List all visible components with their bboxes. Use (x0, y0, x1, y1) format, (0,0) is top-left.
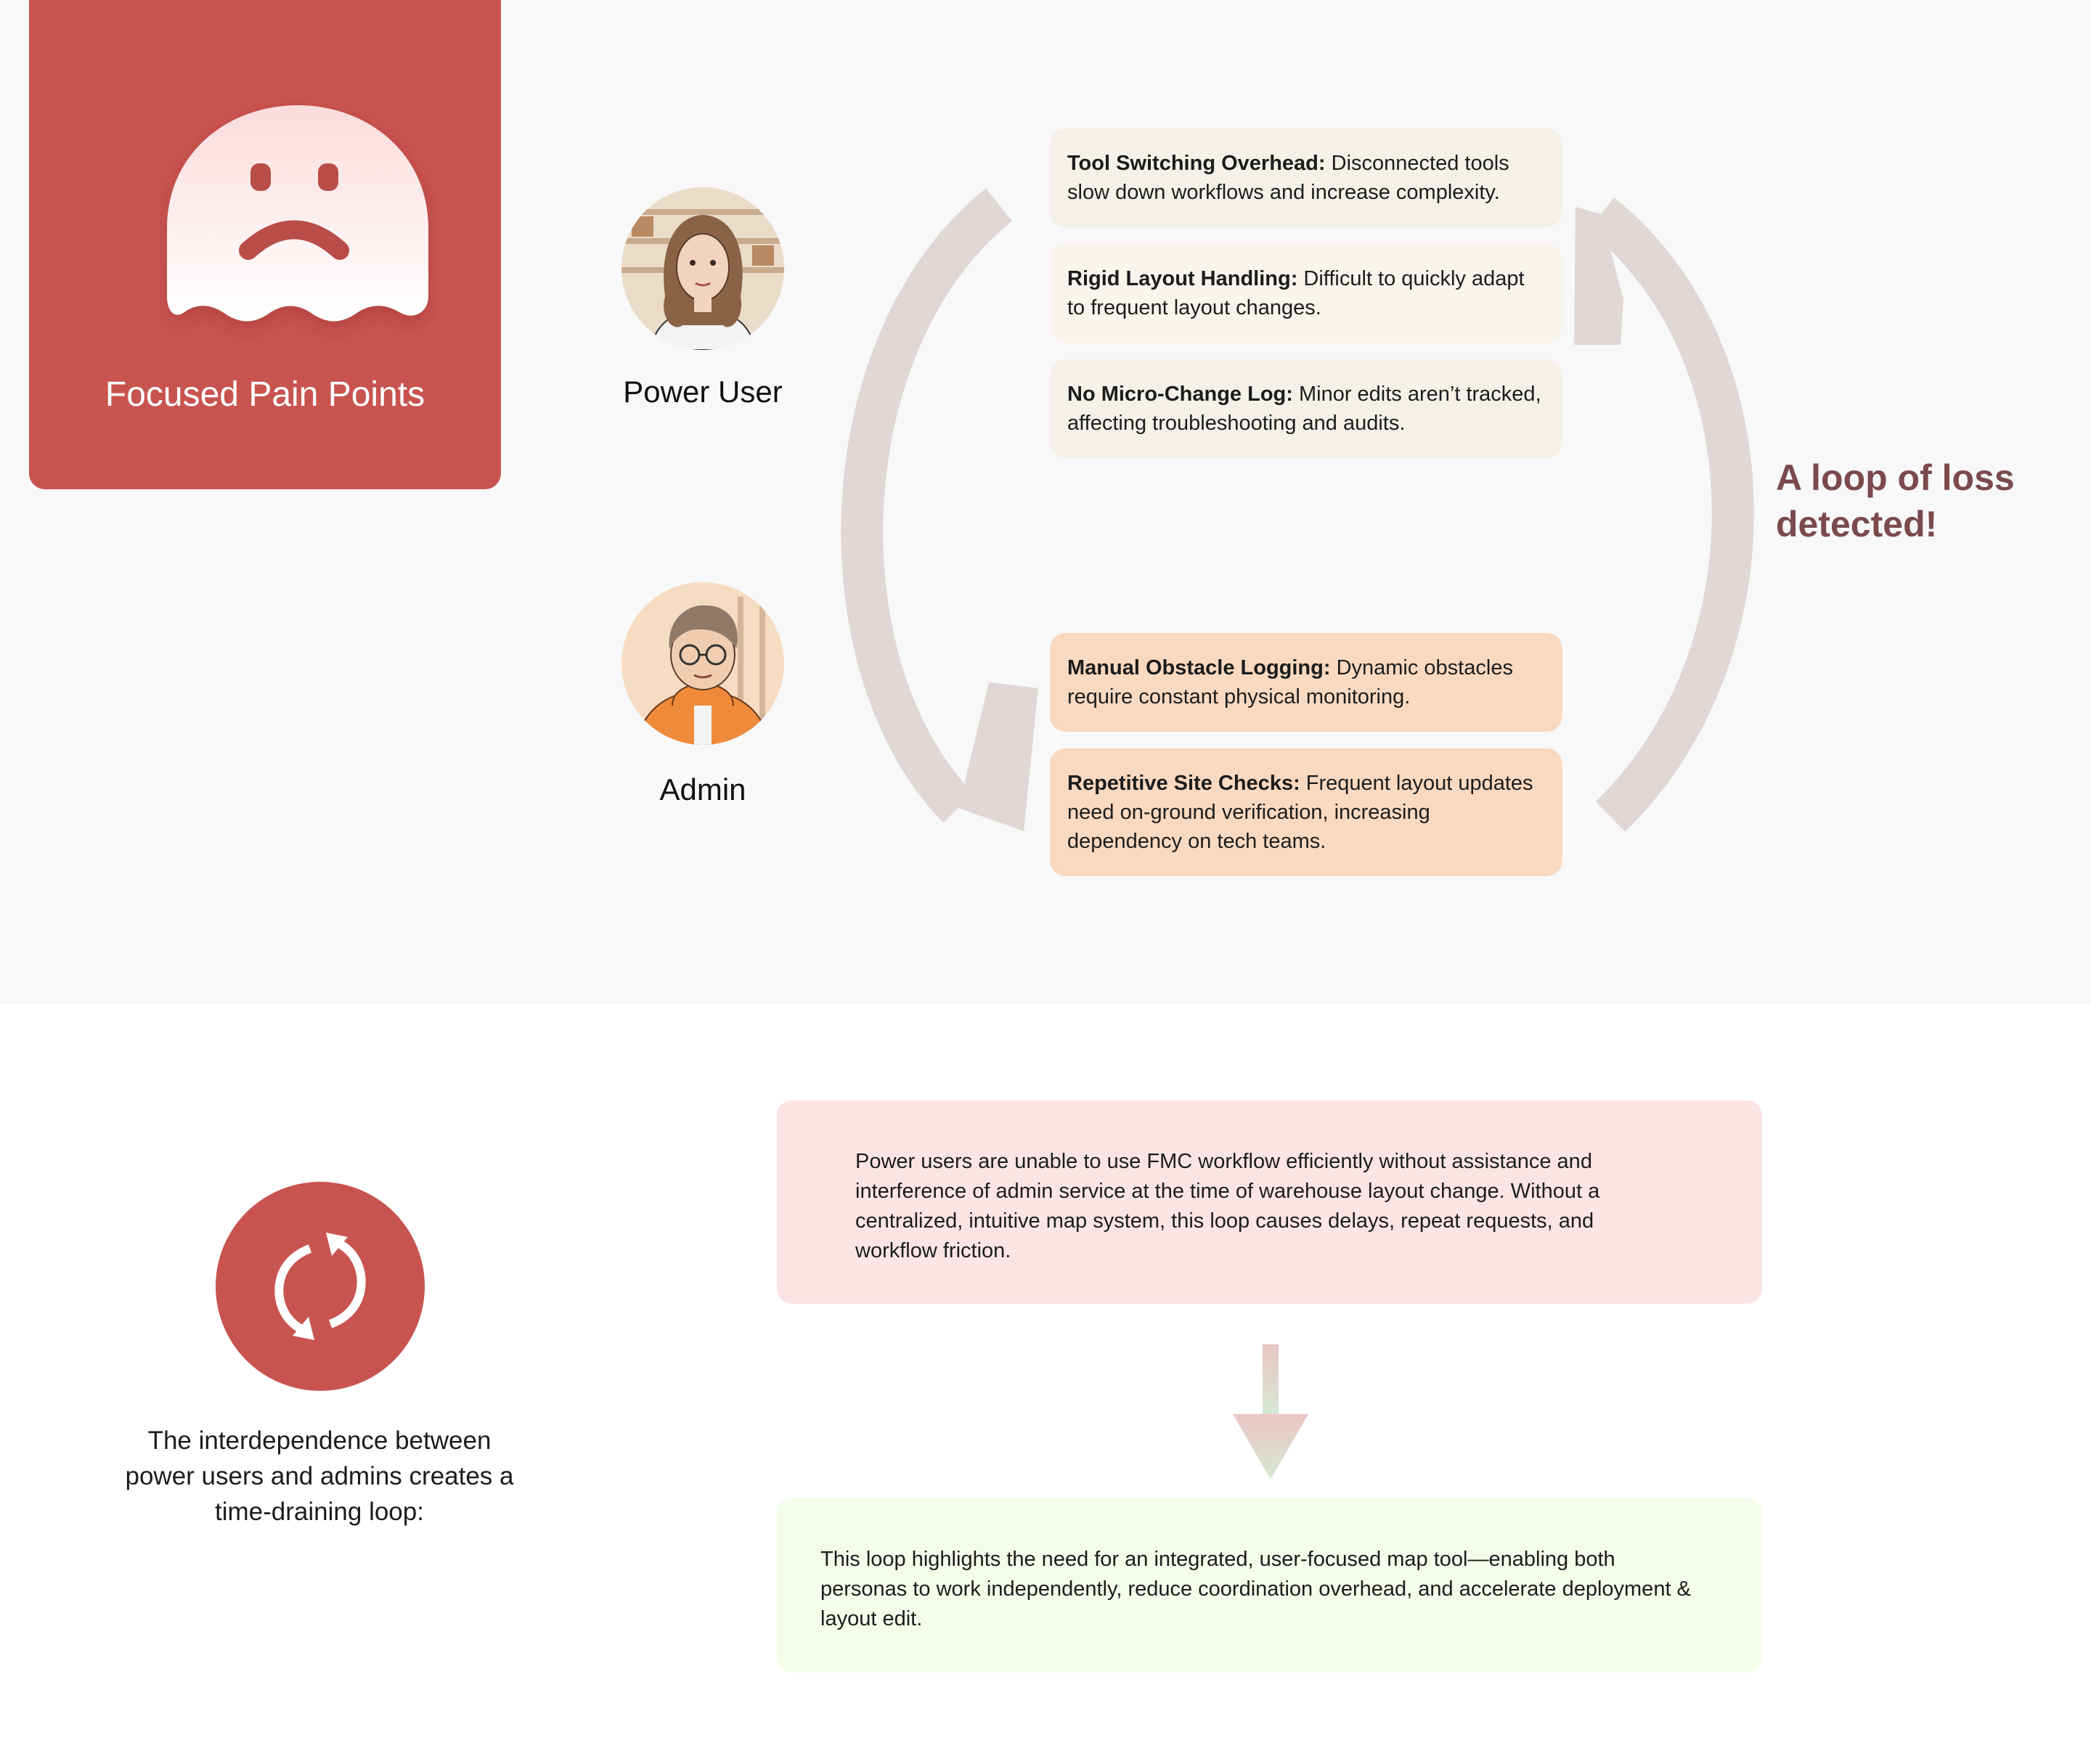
loop-description: The interdependence between power users … (125, 1426, 514, 1526)
persona-name-power-user: Power User (623, 375, 783, 409)
right-loop-arrow (1588, 197, 1754, 832)
solution-statement-box: This loop highlights the need for an int… (777, 1498, 1762, 1673)
pain-point-text: Disconnected tools slow down workflows a… (1067, 152, 1509, 204)
pain-point-tool-switching: Tool Switching Overhead: Disconnected to… (1050, 128, 1562, 227)
problem-statement-box: Power users are unable to use FMC workfl… (777, 1101, 1762, 1304)
pain-points-section: Focused Pain Points Power User (29, 0, 2015, 876)
sad-ghost-icon (160, 102, 436, 341)
left-loop-arrowhead (958, 682, 1038, 831)
pain-points-card: Focused Pain Points (29, 0, 501, 489)
down-arrow (1233, 1344, 1308, 1479)
problem-statement-text: Power users are unable to use FMC workfl… (855, 1150, 1600, 1262)
pain-point-title: Manual Obstacle Logging: (1067, 656, 1331, 679)
page-title: Focused Pain Points (105, 375, 425, 414)
pain-point-text: Frequent layout updates need on-ground v… (1067, 772, 1533, 853)
persona-name-admin: Admin (659, 772, 746, 807)
loop-of-loss-label: A loop of loss detected! (1776, 457, 2015, 544)
refresh-loop-icon (216, 1182, 425, 1391)
pain-point-repetitive-site-checks: Repetitive Site Checks: Frequent layout … (1050, 748, 1562, 876)
pain-point-text: Difficult to quickly adapt to frequent l… (1067, 267, 1525, 319)
right-loop-arrowhead (1574, 207, 1623, 345)
pain-point-rigid-layout: Rigid Layout Handling: Difficult to quic… (1050, 244, 1562, 343)
loop-arrows (841, 188, 1754, 832)
pain-point-title: Tool Switching Overhead: (1067, 152, 1326, 175)
pain-point-title: Repetitive Site Checks: (1067, 772, 1300, 795)
pain-point-text: Minor edits aren’t tracked, affecting tr… (1067, 383, 1541, 435)
power-user-avatar (621, 187, 784, 350)
solution-statement-text: This loop highlights the need for an int… (820, 1548, 1691, 1630)
pain-point-title: No Micro-Change Log: (1067, 383, 1293, 406)
pain-point-manual-obstacle-logging: Manual Obstacle Logging: Dynamic obstacl… (1050, 633, 1562, 732)
pain-point-title: Rigid Layout Handling: (1067, 267, 1298, 290)
pain-point-text: Dynamic obstacles require constant physi… (1067, 656, 1513, 709)
left-loop-arrow (841, 188, 1013, 823)
admin-avatar (621, 582, 784, 745)
pain-point-micro-change-log: No Micro-Change Log: Minor edits aren’t … (1050, 359, 1562, 458)
